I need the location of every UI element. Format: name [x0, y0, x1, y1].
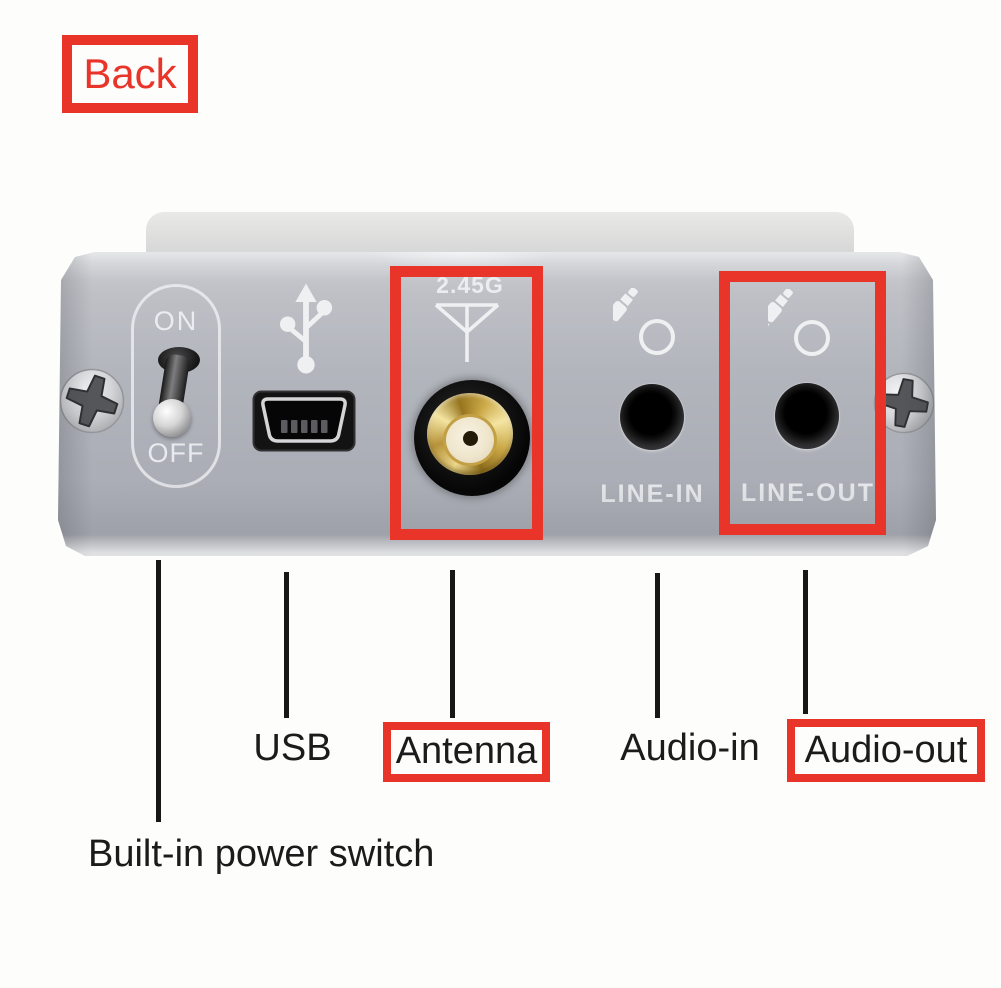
- audio-out-label: Audio-out: [804, 728, 968, 771]
- mini-usb-port: [252, 390, 356, 452]
- off-label: OFF: [147, 438, 205, 468]
- antenna-label-highlight-box: Antenna: [383, 722, 550, 782]
- device-rear-panel: ON OFF: [58, 252, 936, 556]
- antenna-label: Antenna: [395, 730, 538, 773]
- back-highlight-box: Back: [62, 35, 198, 113]
- callout-line-power-switch: [156, 560, 161, 822]
- audio-plug-out-icon: [768, 289, 830, 356]
- phillips-screw-icon: [59, 368, 125, 434]
- sma-connector-pin: [463, 431, 478, 446]
- back-label: Back: [83, 50, 177, 97]
- audio-in-label: Audio-in: [620, 727, 760, 769]
- toggle-switch: [150, 345, 202, 437]
- on-label: ON: [153, 306, 199, 336]
- audio-out-label-highlight-box: Audio-out: [787, 719, 985, 782]
- callout-line-usb: [284, 572, 289, 718]
- antenna-highlight-box: [390, 266, 543, 540]
- power-switch-outline: [131, 284, 221, 488]
- callout-line-audio-out: [803, 570, 808, 714]
- usb-label: USB: [253, 727, 332, 769]
- line-out-jack: [775, 383, 839, 449]
- line-in-label: LINE-IN: [600, 480, 705, 508]
- audio-plug-in-icon: [613, 288, 675, 355]
- power-switch-label: Built-in power switch: [88, 833, 435, 875]
- line-in-jack: [620, 384, 684, 450]
- antenna-icon: [434, 303, 500, 362]
- toggle-tip: [153, 399, 191, 437]
- line-out-label: LINE-OUT: [740, 479, 876, 507]
- callout-line-antenna: [450, 570, 455, 718]
- audio-out-highlight-box: [719, 271, 886, 535]
- callout-line-audio-in: [655, 573, 660, 718]
- usb-icon: [279, 283, 333, 374]
